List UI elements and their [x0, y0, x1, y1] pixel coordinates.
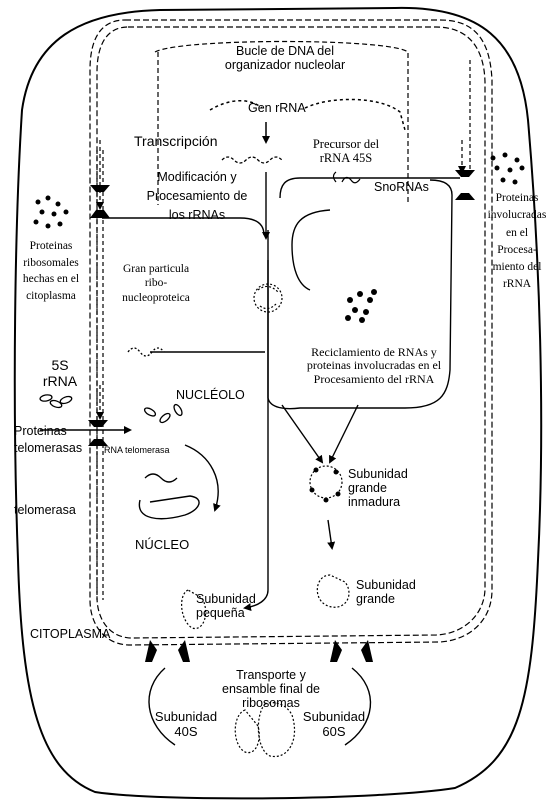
- nuclear-pores: [88, 170, 475, 662]
- pore-left-top-in: [90, 210, 110, 218]
- label-subunit-60s-line1: Subunidad: [298, 710, 370, 725]
- label-large-particle-line1: Gran particula: [104, 262, 208, 276]
- label-transport-line1: Transporte y: [196, 668, 346, 682]
- label-telomerase-proteins-line2: telomerasas: [14, 440, 82, 457]
- label-nucleus: NÚCLEO: [135, 538, 189, 553]
- label-snornas: SnoRNAs: [374, 180, 429, 194]
- pore-left-mid-out: [88, 420, 108, 427]
- arrow-to-immature-left: [282, 405, 322, 462]
- nucleolar-particle-right: [345, 289, 377, 323]
- label-gene: Gen rRNA: [248, 101, 306, 115]
- label-cytoplasm: CITOPLASMA: [30, 627, 110, 641]
- label-large-particle: Gran particula ribo- nucleoproteica: [104, 262, 208, 305]
- label-modification-line2: Procesamiento de: [134, 187, 260, 206]
- label-right-proteins-line1: Proteinas: [484, 190, 550, 207]
- immature-large-subunit: [310, 466, 343, 503]
- label-recycling-line2: proteinas involucradas en el: [276, 359, 472, 372]
- label-small-subunit: Subunidad pequeña: [196, 592, 256, 620]
- label-large-subunit: Subunidad grande: [356, 578, 416, 606]
- label-large-subunit-line1: Subunidad: [356, 578, 416, 592]
- label-left-proteins-line3: hechas en el: [14, 271, 88, 288]
- label-precursor: Precursor del rRNA 45S: [296, 137, 396, 165]
- telomerase-complex: [139, 496, 199, 519]
- arrow-to-immature-right: [330, 405, 358, 462]
- label-left-proteins: Proteinas ribosomales hechas en el citop…: [14, 238, 88, 305]
- label-right-proteins-line3: en el: [484, 225, 550, 242]
- right-processing-proteins: [491, 153, 525, 185]
- label-transport: Transporte y ensamble final de ribosomas: [196, 668, 346, 710]
- label-small-subunit-line1: Subunidad: [196, 592, 256, 606]
- label-subunit-60s-line2: 60S: [298, 725, 370, 740]
- rrna-gene-loop: [210, 99, 405, 130]
- label-left-proteins-line2: ribosomales: [14, 255, 88, 272]
- pore-bottom-left-a: [145, 640, 157, 662]
- label-right-proteins: Proteinas involucradas en el Procesa- mi…: [484, 190, 550, 294]
- label-left-proteins-line1: Proteinas: [14, 238, 88, 255]
- label-subunit-40s-line2: 40S: [150, 725, 222, 740]
- label-telomerase-proteins-line1: Proteinas: [14, 423, 82, 440]
- telomerase-assembly-arrow: [185, 445, 218, 510]
- label-left-proteins-line4: citoplasma: [14, 288, 88, 305]
- telomerase-protein-ovals: [40, 394, 184, 424]
- label-large-subunit-line2: grande: [356, 592, 416, 606]
- left-ribosomal-proteins: [34, 196, 69, 229]
- label-transcription: Transcripción: [134, 134, 218, 150]
- label-telomerase-proteins: Proteinas telomerasas: [14, 423, 82, 457]
- label-immature-subunit: Subunidad grande inmadura: [348, 467, 408, 509]
- pore-bottom-right-a: [330, 640, 342, 662]
- label-precursor-line2: rRNA 45S: [296, 151, 396, 165]
- label-nucleolar-loop-line2: organizador nucleolar: [210, 58, 360, 72]
- label-right-proteins-line5: miento del: [484, 259, 550, 276]
- label-rrna5s: 5S rRNA: [38, 358, 82, 389]
- label-immature-line3: inmadura: [348, 495, 408, 509]
- pore-bottom-left-b: [178, 640, 190, 662]
- label-modification-line1: Modificación y: [134, 168, 260, 187]
- telomerase-rna-strand: [145, 474, 177, 482]
- label-transport-line3: ribosomas: [196, 696, 346, 710]
- large-subunit-particle: [317, 575, 349, 607]
- label-modification: Modificación y Procesamiento de los rRNA…: [134, 168, 260, 224]
- label-nucleolar-loop-line1: Bucle de DNA del: [210, 44, 360, 58]
- label-immature-line1: Subunidad: [348, 467, 408, 481]
- label-large-particle-line3: nucleoproteica: [104, 291, 208, 305]
- label-right-proteins-line6: rRNA: [484, 276, 550, 293]
- label-rrna5s-line1: 5S: [38, 358, 82, 374]
- label-recycling-line3: Procesamiento del rRNA: [276, 373, 472, 386]
- pore-right-top-out: [455, 170, 475, 177]
- label-rrna5s-line2: rRNA: [38, 374, 82, 390]
- pore-right-top-in: [455, 193, 475, 200]
- label-telomerase: telomerasa: [14, 503, 76, 517]
- label-precursor-line1: Precursor del: [296, 137, 396, 151]
- small-subunit-path: [245, 260, 268, 608]
- label-nucleolar-loop: Bucle de DNA del organizador nucleolar: [210, 44, 360, 72]
- label-transport-line2: ensamble final de: [196, 682, 346, 696]
- pore-left-top-out: [90, 185, 110, 192]
- label-recycling-line1: Reciclamiento de RNAs y: [276, 346, 472, 359]
- label-small-subunit-line2: pequeña: [196, 606, 256, 620]
- label-recycling: Reciclamiento de RNAs y proteinas involu…: [276, 346, 472, 386]
- label-subunit-40s: Subunidad 40S: [150, 710, 222, 739]
- label-right-proteins-line2: involucradas: [484, 207, 550, 224]
- precursor-45s-strand: [222, 157, 282, 163]
- label-nucleolus: NUCLÉOLO: [176, 388, 245, 402]
- label-subunit-60s: Subunidad 60S: [298, 710, 370, 739]
- label-subunit-40s-line1: Subunidad: [150, 710, 222, 725]
- assembled-ribosome: [235, 703, 294, 757]
- label-modification-line3: los rRNAs: [134, 206, 260, 225]
- label-large-particle-line2: ribo-: [104, 276, 208, 290]
- label-telomerase-rna: RNA telomerasa: [104, 445, 170, 455]
- label-immature-line2: grande: [348, 481, 408, 495]
- arrow-immature-to-large: [328, 520, 332, 548]
- snorna-entry-line: [280, 178, 460, 198]
- label-right-proteins-line4: Procesa-: [484, 242, 550, 259]
